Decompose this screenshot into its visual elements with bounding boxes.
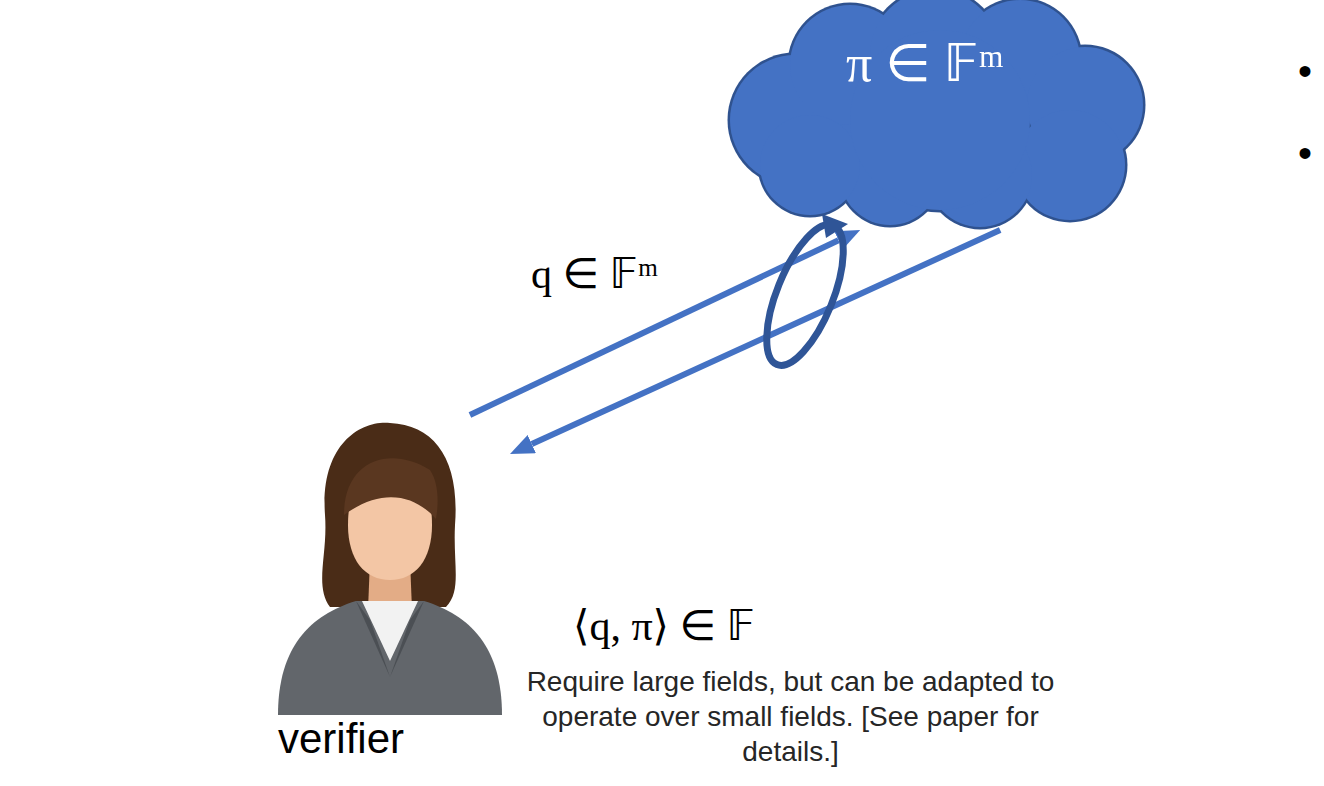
person-figure	[270, 415, 510, 715]
person-node: verifier	[270, 415, 510, 780]
lapel-right	[390, 601, 424, 677]
cloud-fill	[730, 0, 1143, 227]
cloud-node: π ∈ 𝔽ᵐ	[700, 0, 1150, 230]
cloud-lobe	[760, 115, 860, 215]
hair-fringe	[344, 458, 438, 519]
connector-group	[470, 230, 1000, 444]
cloud-text: π ∈ 𝔽ᵐ	[700, 34, 1150, 94]
bullet-mark: •	[1298, 48, 1318, 94]
cloud-lobe	[1015, 110, 1125, 220]
hair-back	[322, 423, 456, 607]
figure-caption: verifier	[278, 715, 510, 763]
loop-arrow-head	[822, 214, 848, 238]
message-label: ⟨q, π⟩ ∈ 𝔽	[570, 602, 758, 650]
message-label: q ∈ 𝔽ᵐ	[528, 250, 661, 298]
cloud-outline	[728, 0, 1146, 230]
channel-loop	[751, 215, 859, 375]
lapel-left	[356, 601, 390, 677]
note-text: Require large fields, but can be adapted…	[518, 664, 1063, 769]
cloud-shape	[700, 0, 1150, 230]
suit-body	[278, 601, 502, 715]
bullet-mark: •	[1298, 130, 1318, 176]
